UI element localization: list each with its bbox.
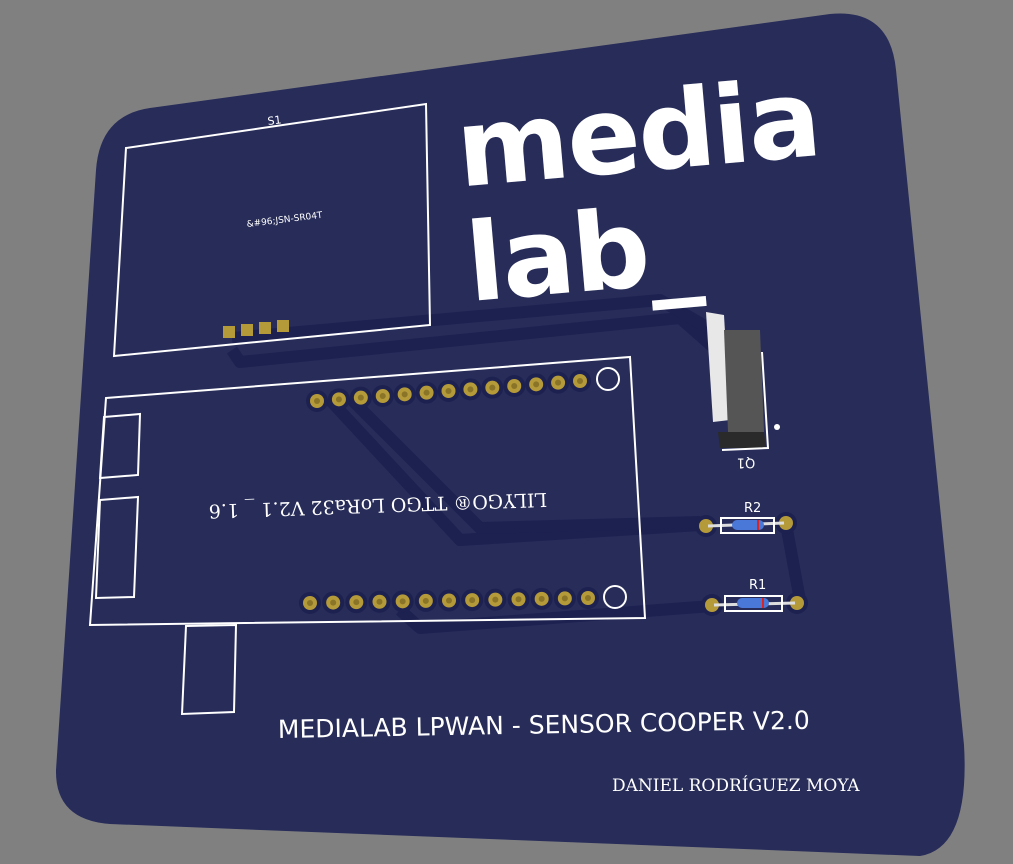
pad-drill xyxy=(492,596,499,603)
pad-drill xyxy=(511,383,518,389)
q1-transistor xyxy=(706,312,780,451)
r1-ref-label: R1 xyxy=(749,578,766,593)
copper-traces xyxy=(227,294,806,634)
resistor-r2 xyxy=(695,512,797,537)
q1-ref-label: Q1 xyxy=(737,455,756,470)
author-label: DANIEL RODRÍGUEZ MOYA xyxy=(612,775,860,796)
pad-drill xyxy=(307,600,313,606)
pad-drill xyxy=(357,394,364,401)
s1-ref-label: S1 xyxy=(267,113,282,128)
pad-drill xyxy=(561,595,568,602)
resistor-r1 xyxy=(701,592,808,616)
pad-drill xyxy=(469,597,476,604)
pad-drill xyxy=(423,389,430,396)
pad-drill xyxy=(555,379,562,386)
bottom-pin-header xyxy=(299,587,599,614)
s1-pin-header xyxy=(223,320,289,338)
pad-drill xyxy=(401,391,408,398)
pad-drill xyxy=(577,378,583,384)
pad-drill xyxy=(335,396,342,403)
pad-drill xyxy=(446,597,452,604)
pad-drill xyxy=(538,595,545,602)
antenna-connector-outline xyxy=(98,412,142,480)
battery-connector-outline xyxy=(180,623,238,716)
pad-drill xyxy=(399,598,406,605)
pad-drill xyxy=(533,381,540,388)
pad-drill xyxy=(330,599,337,606)
pad-drill xyxy=(422,597,429,604)
pad-drill xyxy=(445,388,452,394)
pad-drill xyxy=(515,596,522,603)
r2-ref-label: R2 xyxy=(744,501,761,516)
pad-drill xyxy=(489,384,496,391)
pad-drill xyxy=(585,595,591,601)
top-pin-header xyxy=(306,370,591,412)
mounting-hole-bottom xyxy=(603,585,627,609)
pcb-board xyxy=(55,13,965,857)
pad-drill xyxy=(379,393,386,399)
pad-drill xyxy=(376,598,383,605)
pad-drill xyxy=(314,398,320,404)
lora-module-outline xyxy=(88,355,647,627)
mounting-hole-top xyxy=(596,367,620,391)
usb-connector-outline xyxy=(94,495,140,600)
pad-drill xyxy=(353,599,360,606)
logo-line-lab: lab_ xyxy=(461,182,706,327)
s1-outline xyxy=(112,102,432,358)
pad-drill xyxy=(467,386,474,393)
